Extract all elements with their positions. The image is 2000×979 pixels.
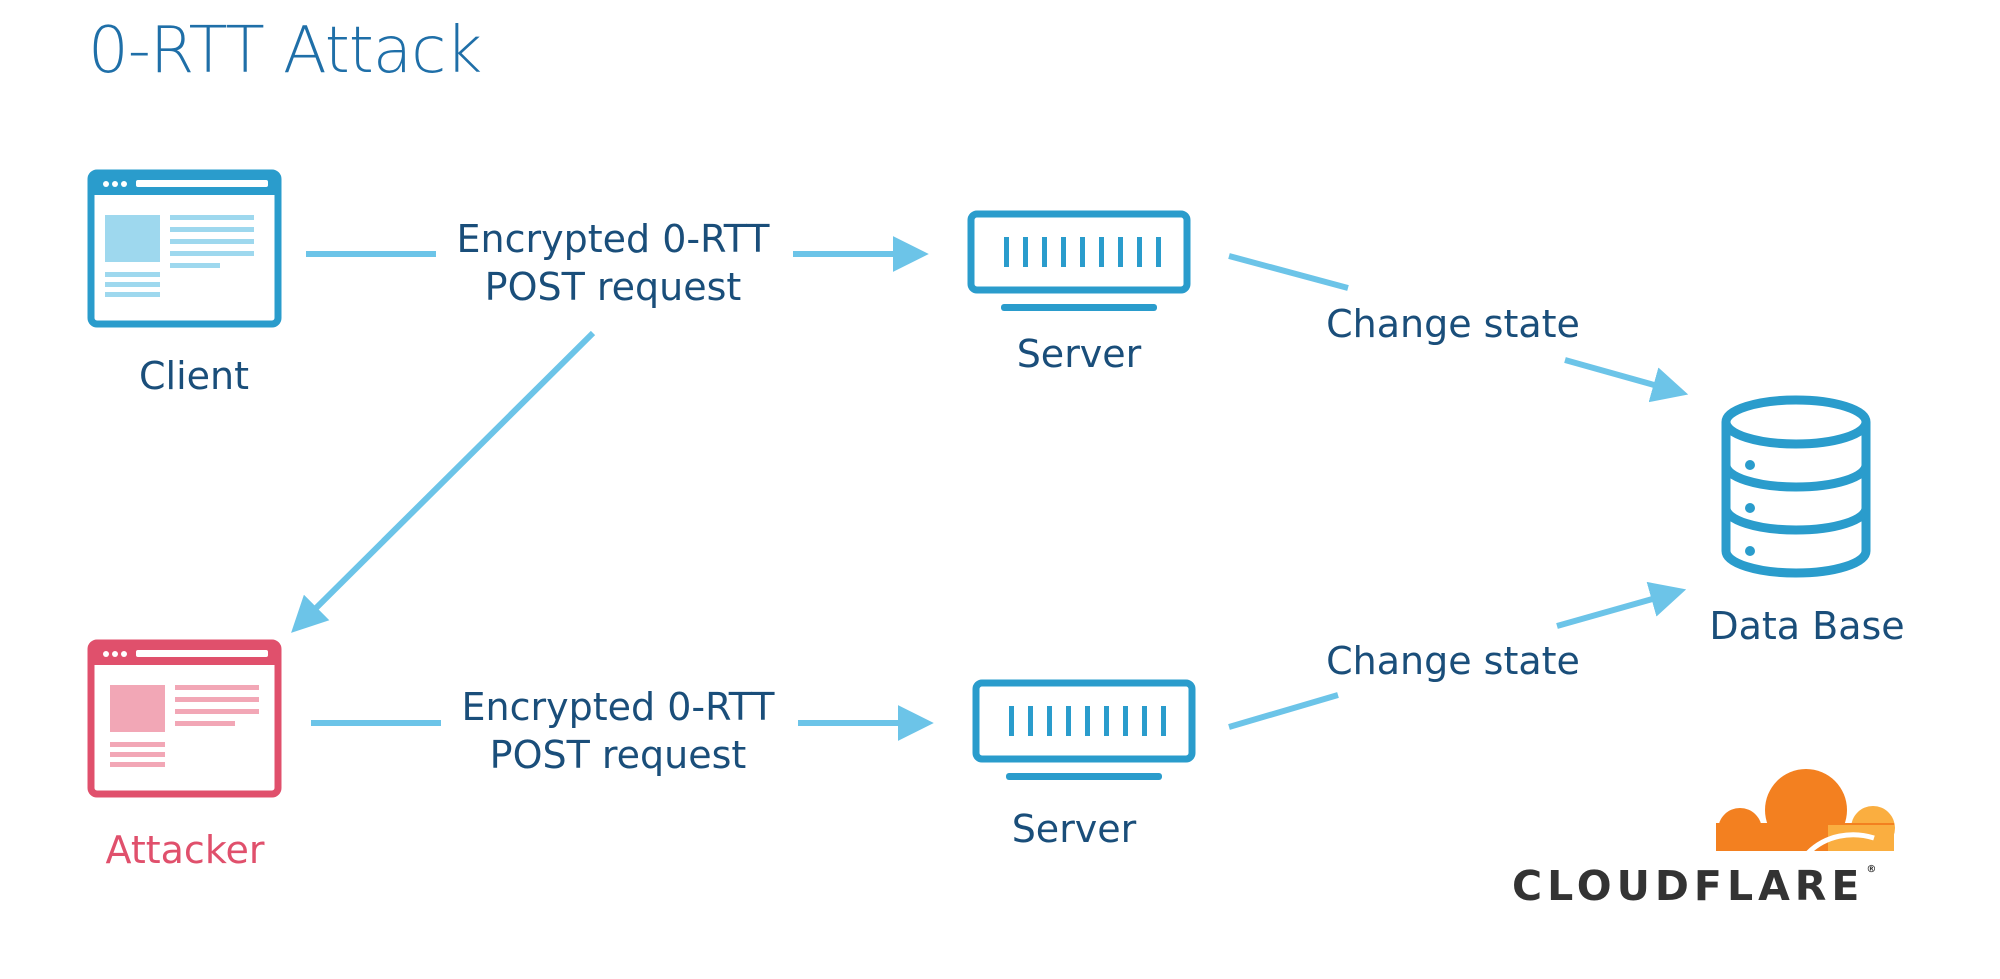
change-state-top-line xyxy=(1228,253,1349,291)
change-state-top-label: Change state xyxy=(1326,302,1580,346)
change-state-bottom-line xyxy=(1228,692,1339,730)
attacker-request-label: Encrypted 0-RTT POST request xyxy=(462,683,775,779)
server-top-icon xyxy=(967,210,1191,311)
database-label: Data Base xyxy=(1709,604,1905,648)
cloudflare-wordmark: CLOUDFLARE® xyxy=(1512,862,1876,910)
client-request-line2: POST request xyxy=(484,265,742,309)
page-title: 0-RTT Attack xyxy=(88,14,482,88)
client-browser-icon xyxy=(87,169,282,328)
attacker-label: Attacker xyxy=(105,828,265,872)
cloudflare-wordmark-text: CLOUDFLARE xyxy=(1512,862,1865,910)
server-top-label: Server xyxy=(1016,332,1142,376)
client-label: Client xyxy=(138,354,250,398)
registered-mark: ® xyxy=(1866,864,1877,875)
attacker-browser-icon xyxy=(87,639,282,798)
client-request-label: Encrypted 0-RTT POST request xyxy=(457,215,770,311)
server-bottom-label: Server xyxy=(1011,807,1137,851)
change-state-bottom-arrow xyxy=(1556,581,1687,629)
change-state-bottom-label: Change state xyxy=(1326,639,1580,683)
database-icon xyxy=(1721,395,1871,578)
cloud-logo-icon xyxy=(1710,769,1900,859)
change-state-top-arrow xyxy=(1564,357,1689,403)
server-bottom-icon xyxy=(972,679,1196,780)
intercept-arrow xyxy=(291,330,596,633)
attacker-request-line1: Encrypted 0-RTT xyxy=(461,685,775,729)
attacker-request-line2: POST request xyxy=(489,733,747,777)
client-request-line1: Encrypted 0-RTT xyxy=(456,217,770,261)
